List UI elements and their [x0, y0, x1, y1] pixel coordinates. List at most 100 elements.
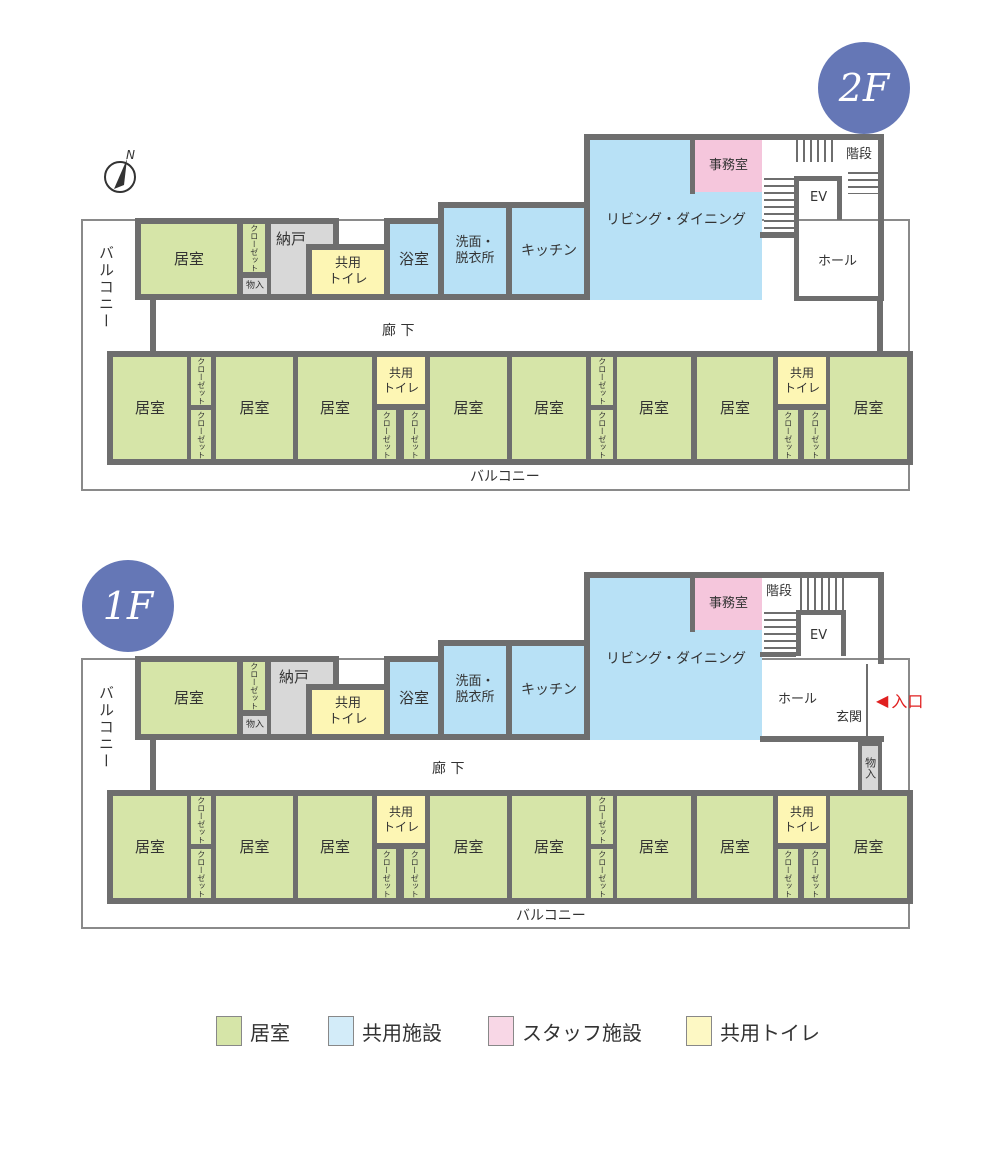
wall: [584, 572, 590, 740]
wall: [760, 232, 798, 238]
stairs-2f-right: [848, 172, 878, 194]
stairs-1f-lower: [764, 612, 798, 652]
floor-badge-2f: 2F: [818, 42, 910, 134]
closet-2f-top: クローゼット: [243, 224, 265, 272]
legend-label: 共用施設: [362, 1020, 442, 1045]
room-2f-b2: 居室: [216, 357, 293, 459]
wall: [841, 610, 846, 656]
entrance-arrow-icon: ◀: [876, 690, 889, 710]
wall: [760, 652, 796, 657]
storage-1f-small: 物入: [243, 716, 267, 734]
closet-1f-b1a: クローゼット: [191, 796, 211, 844]
room-1f-b2: 居室: [216, 796, 293, 898]
room-1f-b3: 居室: [298, 796, 372, 898]
legend-item-staff: スタッフ施設: [488, 1016, 642, 1046]
closet-1f-b2b: クローゼット: [404, 849, 425, 898]
wall: [690, 140, 695, 194]
floor-badge-label: 1F: [102, 584, 154, 628]
wall: [584, 572, 884, 578]
toilet-2f-b2: 共用 トイレ: [778, 357, 826, 404]
nando-label: 納戸: [276, 230, 307, 248]
room-2f-b4: 居室: [430, 357, 507, 459]
closet-1f-top: クローゼット: [243, 662, 265, 710]
washroom-1f: 洗面・ 脱衣所: [444, 646, 506, 734]
toilet-2f-b1: 共用 トイレ: [377, 357, 425, 404]
entrance-marker: ◀ 入口: [876, 688, 923, 712]
legend-swatch: [488, 1016, 514, 1046]
wall: [584, 134, 590, 300]
legend-label: スタッフ施設: [522, 1020, 642, 1045]
toilet-1f-b1: 共用 トイレ: [377, 796, 425, 843]
wall: [796, 610, 846, 615]
corridor-label-2f: 廊 下: [382, 323, 415, 339]
closet-2f-b1b: クローゼット: [191, 410, 211, 459]
room-1f-b7: 居室: [697, 796, 773, 898]
legend-label: 共用トイレ: [720, 1020, 820, 1045]
storage-2f-small: 物入: [243, 278, 267, 294]
closet-2f-b3a: クローゼット: [591, 357, 613, 405]
closet-2f-b4a: クローゼット: [778, 410, 798, 459]
legend-label: 居室: [250, 1020, 290, 1045]
wall: [794, 176, 799, 298]
room-1f-b5: 居室: [512, 796, 586, 898]
room-2f-b1: 居室: [113, 357, 187, 459]
legend-item-residential: 居室: [216, 1016, 290, 1046]
legend-swatch: [328, 1016, 354, 1046]
wall: [877, 300, 883, 356]
closet-2f-b2b: クローゼット: [404, 410, 425, 459]
stairs-2f: [796, 140, 836, 162]
toilet-1f-top: 共用 トイレ: [312, 690, 384, 734]
wall: [794, 176, 842, 181]
legend-item-toilet: 共用トイレ: [686, 1016, 820, 1046]
closet-1f-b3a: クローゼット: [591, 796, 613, 844]
stairs-label-1f: 階段: [766, 584, 793, 599]
room-1f-b4: 居室: [430, 796, 507, 898]
compass-north-icon: N: [100, 145, 144, 195]
genkan-label-1f: 玄関: [836, 710, 863, 725]
balcony-left-label-2f: バルコニー: [97, 245, 115, 330]
closet-1f-b3b: クローゼット: [591, 849, 613, 898]
stairs-2f-lower: [764, 178, 794, 232]
room-1f-top: 居室: [141, 662, 237, 734]
stairs-label-2f: 階段: [846, 147, 873, 162]
svg-text:N: N: [126, 148, 135, 162]
storage-1f-right: 物入: [862, 746, 878, 790]
corridor-1f: [150, 738, 883, 794]
balcony-left-label-1f: バルコニー: [97, 685, 115, 770]
hall-label-2f: ホール: [818, 254, 858, 269]
room-2f-b3: 居室: [298, 357, 372, 459]
closet-2f-b3b: クローゼット: [591, 410, 613, 459]
corridor-label-1f: 廊 下: [432, 761, 465, 777]
closet-2f-b1a: クローゼット: [191, 357, 211, 405]
kitchen-1f: キッチン: [512, 646, 586, 734]
room-1f-b8: 居室: [830, 796, 907, 898]
office-2f: 事務室: [695, 140, 762, 192]
toilet-1f-b2: 共用 トイレ: [778, 796, 826, 843]
stairs-1f: [800, 578, 846, 610]
wall: [796, 610, 801, 656]
legend-swatch: [686, 1016, 712, 1046]
balcony-bottom-label-2f: バルコニー: [470, 469, 540, 485]
entrance-label: 入口: [891, 692, 924, 711]
legend-item-shared: 共用施設: [328, 1016, 442, 1046]
closet-1f-b1b: クローゼット: [191, 849, 211, 898]
room-2f-b8: 居室: [830, 357, 907, 459]
wall: [878, 134, 884, 300]
balcony-bottom-label-1f: バルコニー: [516, 908, 586, 924]
wall: [794, 296, 884, 301]
closet-1f-b4a: クローゼット: [778, 849, 798, 898]
floor-badge-1f: 1F: [82, 560, 174, 652]
nando-label: 納戸: [279, 668, 310, 686]
room-2f-b5: 居室: [512, 357, 586, 459]
hall-label-1f: ホール: [778, 692, 818, 707]
bath-2f: 浴室: [390, 224, 438, 294]
floor-badge-label: 2F: [838, 66, 890, 110]
entrance-door[interactable]: [866, 664, 868, 736]
office-1f: 事務室: [695, 578, 762, 630]
washroom-2f: 洗面・ 脱衣所: [444, 208, 506, 294]
wall: [760, 736, 884, 742]
closet-1f-b4b: クローゼット: [804, 849, 826, 898]
wall: [878, 572, 884, 664]
corridor-2f: [150, 298, 883, 354]
closet-2f-b2a: クローゼット: [377, 410, 396, 459]
